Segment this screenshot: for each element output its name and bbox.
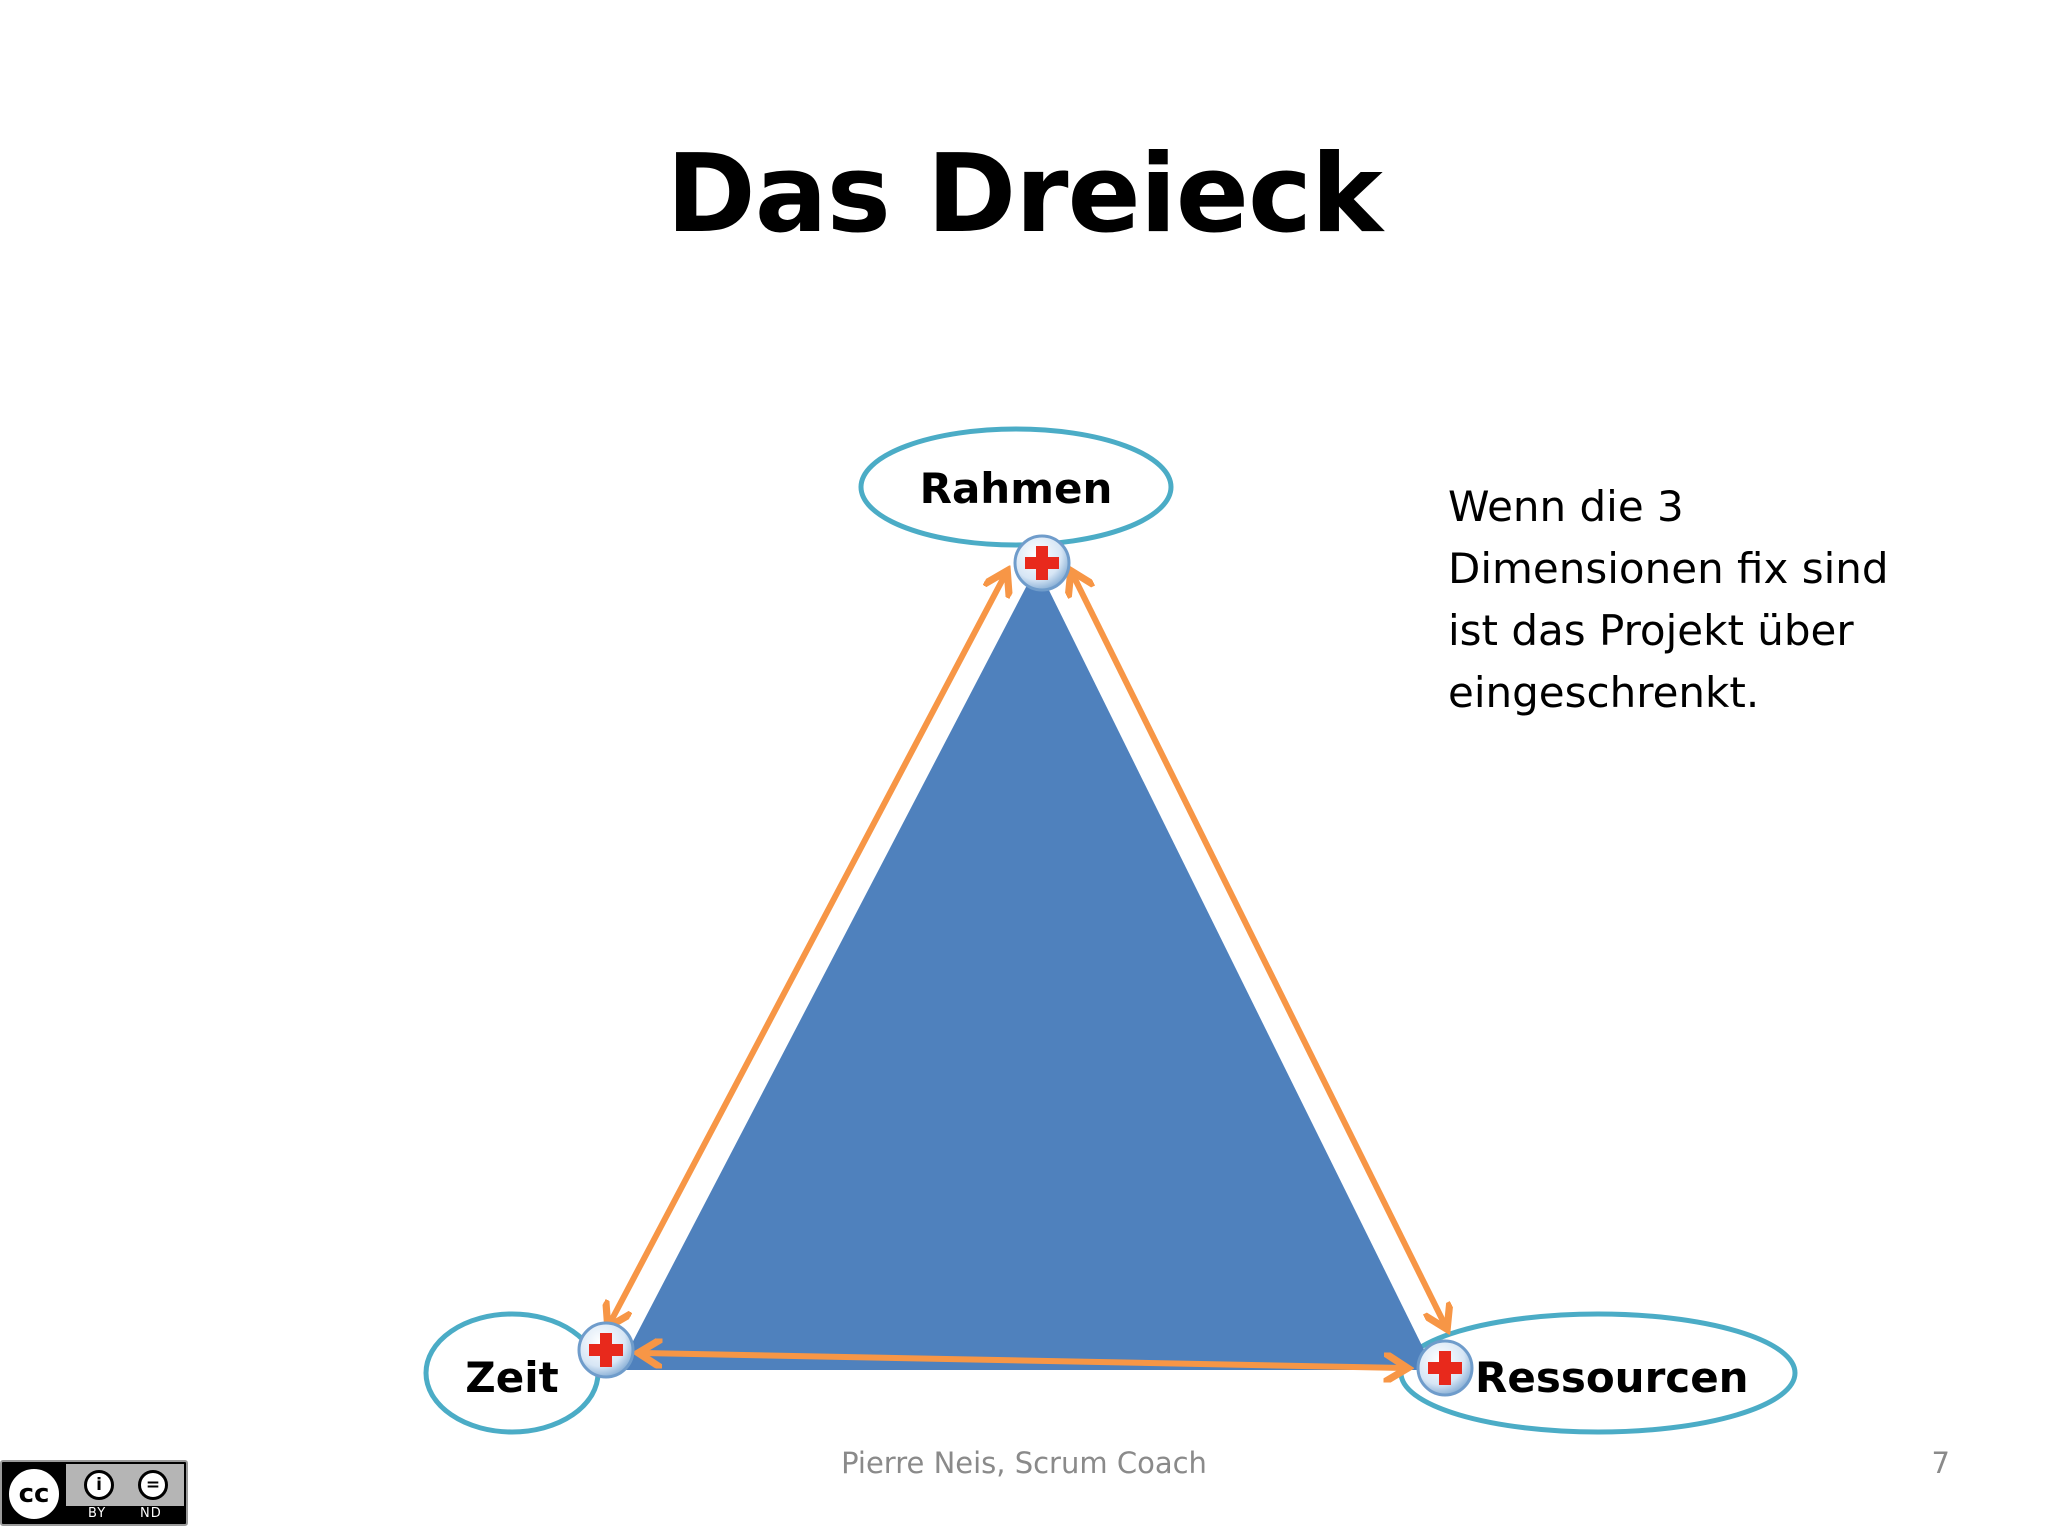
cc-icon: cc [6,1466,62,1522]
ellipse-rahmen [858,426,1174,548]
node-label-ressourcen: Ressourcen [1475,1353,1749,1402]
arrow-bottom-edge [643,1353,1403,1368]
explanation-line: eingeschrenkt. [1448,668,1760,717]
arrow-left-edge [610,575,1005,1323]
by-label: BY [88,1506,107,1521]
nd-icon: = [138,1470,168,1500]
plus-icon [577,1321,635,1379]
license-badge[interactable]: cc i = BY ND [0,1460,188,1526]
node-label-rahmen: Rahmen [920,464,1113,513]
explanation-line: ist das Projekt über [1448,606,1854,655]
page-number: 7 [1931,1446,1950,1480]
slide-footer: Pierre Neis, Scrum Coach [841,1446,1207,1480]
slide-title: Das Dreieck [666,132,1383,257]
nd-label: ND [140,1506,162,1521]
explanation-line: Dimensionen fix sind [1448,544,1889,593]
node-label-zeit: Zeit [465,1353,558,1402]
by-icon: i [84,1470,114,1500]
plus-icon [1013,534,1071,592]
explanation-line: Wenn die 3 [1448,482,1684,531]
triangle-shape [618,566,1434,1370]
explanation-text: Wenn die 3 Dimensionen fix sind ist das … [1448,476,1968,724]
plus-icon [1416,1339,1474,1397]
arrow-right-edge [1073,575,1445,1325]
